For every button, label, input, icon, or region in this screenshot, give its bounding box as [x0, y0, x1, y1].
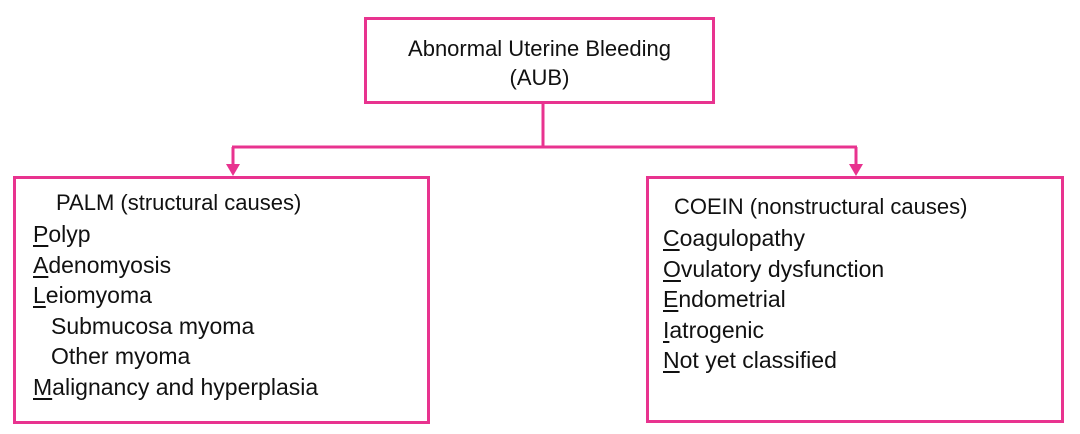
- coein-list-item: Iatrogenic: [663, 315, 884, 346]
- list-item-text: vulatory dysfunction: [680, 255, 885, 282]
- list-item-text: Submucosa myoma: [51, 312, 255, 339]
- root-node-aub: Abnormal Uterine Bleeding (AUB): [364, 17, 715, 104]
- coein-list-item: Not yet classified: [663, 345, 884, 376]
- acronym-letter: O: [663, 255, 681, 282]
- acronym-letter: N: [663, 347, 680, 373]
- list-item-text: Other myoma: [51, 343, 191, 369]
- list-item-text: denomyosis: [48, 251, 172, 278]
- palm-list-item: Malignancy and hyperplasia: [33, 372, 318, 403]
- root-title-line2: (AUB): [509, 65, 570, 90]
- list-item-text: atrogenic: [669, 316, 765, 343]
- acronym-letter: E: [663, 286, 679, 312]
- list-item-text: olyp: [48, 221, 91, 247]
- palm-list-item: Polyp: [33, 219, 318, 250]
- root-title-line1: Abnormal Uterine Bleeding: [408, 36, 671, 61]
- palm-list-item: Other myoma: [33, 341, 318, 372]
- palm-list-item: Submucosa myoma: [33, 311, 318, 342]
- palm-list-item: Leiomyoma: [33, 280, 318, 311]
- list-item-text: eiomyoma: [45, 282, 152, 308]
- palm-list-item: Adenomyosis: [33, 250, 318, 281]
- list-item-text: oagulopathy: [679, 225, 805, 251]
- arrow-down-left-icon: [226, 164, 240, 176]
- coein-title: COEIN (nonstructural causes): [674, 194, 968, 219]
- list-item-text: ot yet classified: [679, 347, 837, 373]
- coein-list-item: Coagulopathy: [663, 223, 884, 254]
- acronym-letter: I: [663, 316, 670, 343]
- acronym-letter: C: [663, 225, 680, 251]
- arrow-down-right-icon: [849, 164, 863, 176]
- coein-node: COEIN (nonstructural causes) Coagulopath…: [646, 176, 1064, 423]
- list-item-text: ndometrial: [678, 286, 786, 312]
- acronym-letter: L: [33, 282, 46, 308]
- palm-title: PALM (structural causes): [56, 190, 302, 215]
- list-item-text: alignancy and hyperplasia: [52, 373, 319, 400]
- acronym-letter: P: [33, 221, 49, 247]
- acronym-letter: M: [33, 373, 53, 400]
- coein-list-item: Ovulatory dysfunction: [663, 254, 884, 285]
- coein-list-item: Endometrial: [663, 284, 884, 315]
- acronym-letter: A: [33, 251, 49, 278]
